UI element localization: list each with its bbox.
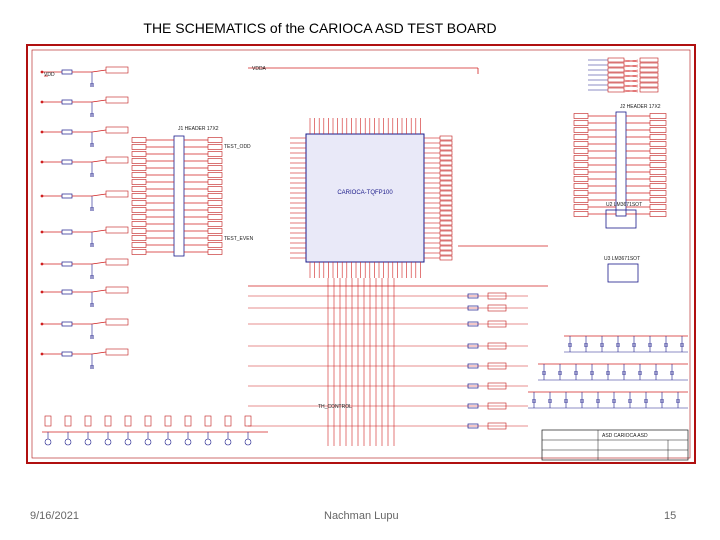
chip-label: CARIOCA-TQFP100	[337, 190, 393, 196]
header-j2: J2 HEADER 17X2	[573, 104, 667, 217]
decoupling-capacitors	[528, 335, 688, 409]
inner-frame	[31, 49, 691, 459]
vdd-label: VDD	[44, 72, 55, 78]
footer-page-number: 15	[664, 510, 677, 522]
vdda-label: VDDA	[252, 66, 267, 72]
svg-text:U3 LM3671SOT: U3 LM3671SOT	[604, 256, 640, 262]
signal-bus	[44, 67, 548, 446]
carioca-chip: CARIOCA-TQFP100	[290, 118, 453, 278]
regulator-u2: U2 LM3671SOT	[605, 202, 642, 229]
schematic-drawing: J1 HEADER 17X2 CARIOCA-TQFP100 J2 HEADER…	[31, 49, 691, 461]
slide-title: THE SCHEMATICS of the CARIOCA ASD TEST B…	[143, 20, 497, 36]
title-block-text: ASD CARIOCA ASD	[602, 433, 648, 439]
transistor-row	[42, 415, 268, 446]
test-odd-label: TEST_ODD	[224, 144, 251, 150]
header-j2-label: J2 HEADER 17X2	[620, 104, 661, 110]
bias-networks	[40, 66, 129, 369]
regulator-u3: U3 LM3671SOT	[604, 256, 640, 283]
header-j1: J1 HEADER 17X2	[131, 126, 223, 257]
footer-date: 9/16/2021	[30, 510, 79, 522]
title-block: ASD CARIOCA ASD	[541, 429, 689, 461]
svg-text:U2 LM3671SOT: U2 LM3671SOT	[606, 202, 642, 208]
footer-author: Nachman Lupu	[324, 510, 399, 522]
jumper-block	[588, 57, 659, 93]
schematic-sheet: J1 HEADER 17X2 CARIOCA-TQFP100 J2 HEADER…	[26, 44, 696, 464]
header-j1-label: J1 HEADER 17X2	[178, 126, 219, 132]
th-control-label: TH_CONTROL	[318, 404, 352, 410]
test-even-label: TEST_EVEN	[224, 236, 254, 242]
